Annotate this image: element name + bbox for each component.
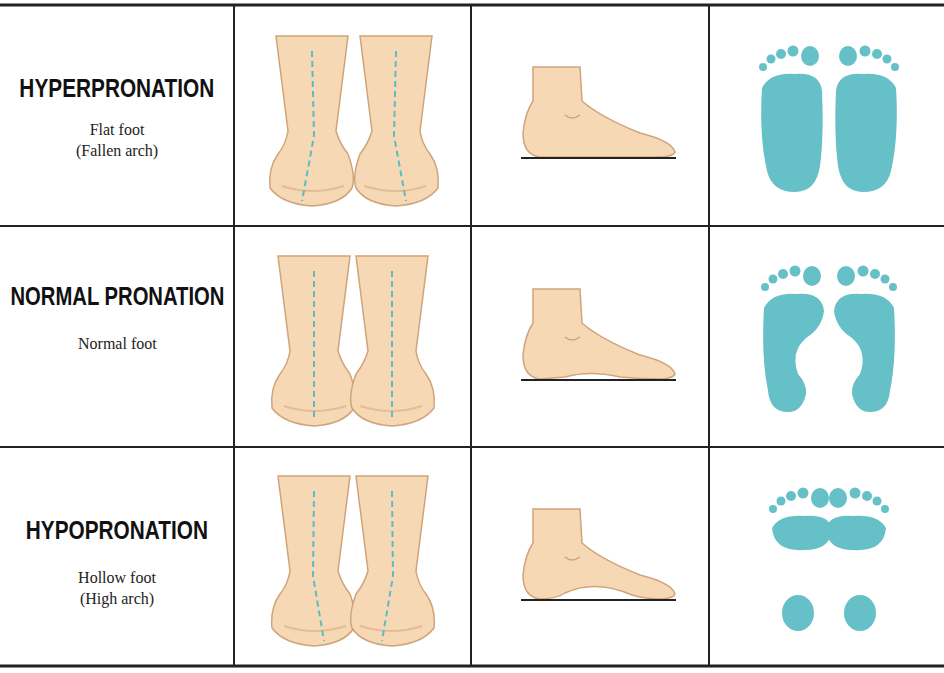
row-subtitle: Hollow foot (High arch) — [67, 567, 167, 609]
side-foot — [521, 67, 676, 158]
row-heading: NORMAL PRONATION — [11, 281, 225, 311]
row-heading: HYPERPRONATION — [19, 73, 214, 103]
footprint — [761, 266, 824, 413]
table-line — [708, 5, 710, 666]
row-heading: HYPOPRONATION — [26, 515, 208, 545]
footprint — [759, 46, 823, 193]
side-foot — [521, 509, 676, 600]
rear-leg — [351, 476, 435, 646]
foot-shape — [523, 289, 675, 379]
ground-line — [521, 599, 676, 601]
rear-leg — [355, 36, 439, 206]
table-line — [233, 5, 235, 666]
row-subtitle: Flat foot (Fallen arch) — [67, 119, 167, 161]
ankle-bone — [565, 557, 580, 560]
rear-leg — [272, 256, 356, 426]
side-foot — [521, 289, 676, 380]
rear-leg — [272, 476, 356, 646]
row-subtitle: Normal foot — [78, 333, 157, 354]
foot-shape — [523, 509, 675, 599]
ankle-bone — [565, 337, 580, 340]
table-line — [470, 5, 472, 666]
rear-leg — [351, 256, 435, 426]
ankle-bone — [565, 115, 580, 118]
footprint — [835, 46, 899, 193]
footprint — [826, 488, 889, 632]
footprint — [769, 488, 832, 632]
footprint — [834, 266, 897, 413]
ground-line — [521, 157, 676, 159]
rear-leg — [270, 36, 354, 206]
ground-line — [521, 379, 676, 381]
foot-shape — [523, 67, 675, 157]
